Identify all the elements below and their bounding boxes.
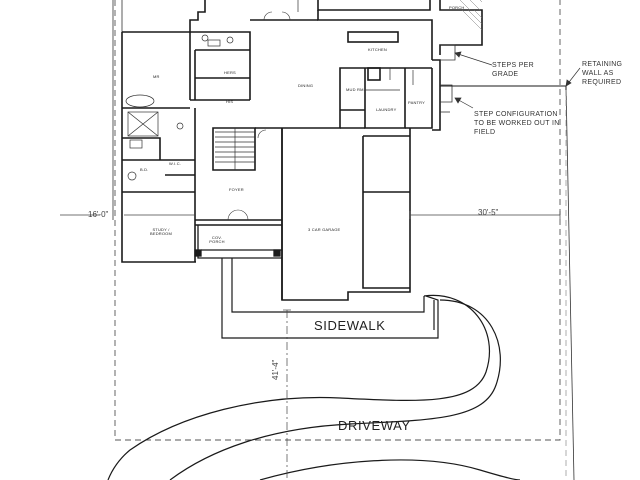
room-label-porch-top: PORCH: [449, 5, 465, 10]
dimension-left-setback: 16'-0": [88, 210, 109, 219]
sidewalk-label: SIDEWALK: [314, 318, 386, 333]
house-walls: [121, 0, 483, 301]
room-label-bath: B.D.: [140, 167, 149, 172]
room-label-dining: DINING: [298, 83, 314, 88]
room-label-garage: 3 CAR GARAGE: [308, 227, 341, 232]
note-step-configuration: STEP CONFIGURATION TO BE WORKED OUT IN F…: [474, 111, 560, 136]
room-label-mr: MR: [153, 74, 160, 79]
room-label-pantry: PANTRY: [408, 100, 426, 105]
room-label-kitchen: KITCHEN: [368, 47, 387, 52]
driveway-label: DRIVEWAY: [338, 418, 411, 433]
note-retaining-wall: RETAINING WALL AS REQUIRED: [582, 61, 623, 86]
dimension-lines: [60, 211, 561, 480]
room-label-foyer: FOYER: [229, 187, 244, 192]
driveway-outline: [107, 294, 521, 480]
room-label-wic: W.I.C.: [169, 161, 182, 166]
property-boundary: [114, 0, 561, 441]
room-label-cov-porch: COV. PORCH: [209, 235, 225, 244]
sidewalk-outline: [221, 258, 439, 339]
fixtures: [125, 0, 414, 181]
room-label-his: HIS: [226, 99, 234, 104]
room-label-mud-room: MUD RM.: [346, 87, 365, 92]
dimension-front-depth: 41'-4": [271, 359, 280, 380]
room-label-hers: HERS: [224, 70, 236, 75]
dimension-right-width: 30'-5": [478, 208, 499, 217]
room-label-laundry: LAUNDRY: [376, 107, 397, 112]
note-steps-per-grade: STEPS PER GRADE: [492, 62, 534, 78]
room-label-study: STUDY / BEDROOM: [149, 227, 173, 236]
